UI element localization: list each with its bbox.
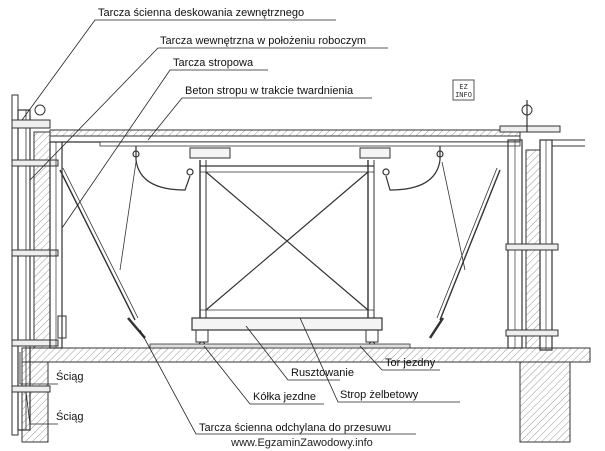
leader-lines <box>19 19 460 435</box>
label-scaffolding: Rusztowanie <box>291 367 354 379</box>
ez-info-logo: EZ INFO <box>452 79 475 101</box>
rc-slab <box>21 347 591 443</box>
right-panels <box>499 100 585 351</box>
label-track: Tor jezdny <box>385 357 436 369</box>
hanger-hooks <box>132 146 444 191</box>
ceiling-panel <box>49 129 521 147</box>
label-ceiling-panel: Tarcza stropowa <box>173 57 254 69</box>
scaffolding <box>189 147 391 343</box>
label-tie-1: Ściąg <box>56 370 84 383</box>
labels: Tarcza ścienna deskowania zewnętrznego T… <box>56 7 436 434</box>
diagonal-braces <box>59 161 501 339</box>
left-outer-wall-panel <box>11 94 67 436</box>
logo-line-2: INFO <box>455 91 472 99</box>
label-tie-2: Ściąg <box>56 410 84 423</box>
label-tilted-panel: Tarcza ścienna odchylana do przesuwu <box>199 422 391 434</box>
label-rc-slab: Strop żelbetowy <box>340 389 419 401</box>
logo-line-1: EZ <box>459 83 467 91</box>
track <box>149 343 411 349</box>
label-inner-panel-working: Tarcza wewnętrzna w położeniu roboczym <box>160 35 366 47</box>
label-outer-wall-panel: Tarcza ścienna deskowania zewnętrznego <box>98 7 304 19</box>
label-concrete-curing: Beton stropu w trakcie twardnienia <box>185 85 354 97</box>
label-wheels: Kółka jezdne <box>253 391 316 403</box>
watermark: www.EgzaminZawodowy.info <box>230 437 373 449</box>
